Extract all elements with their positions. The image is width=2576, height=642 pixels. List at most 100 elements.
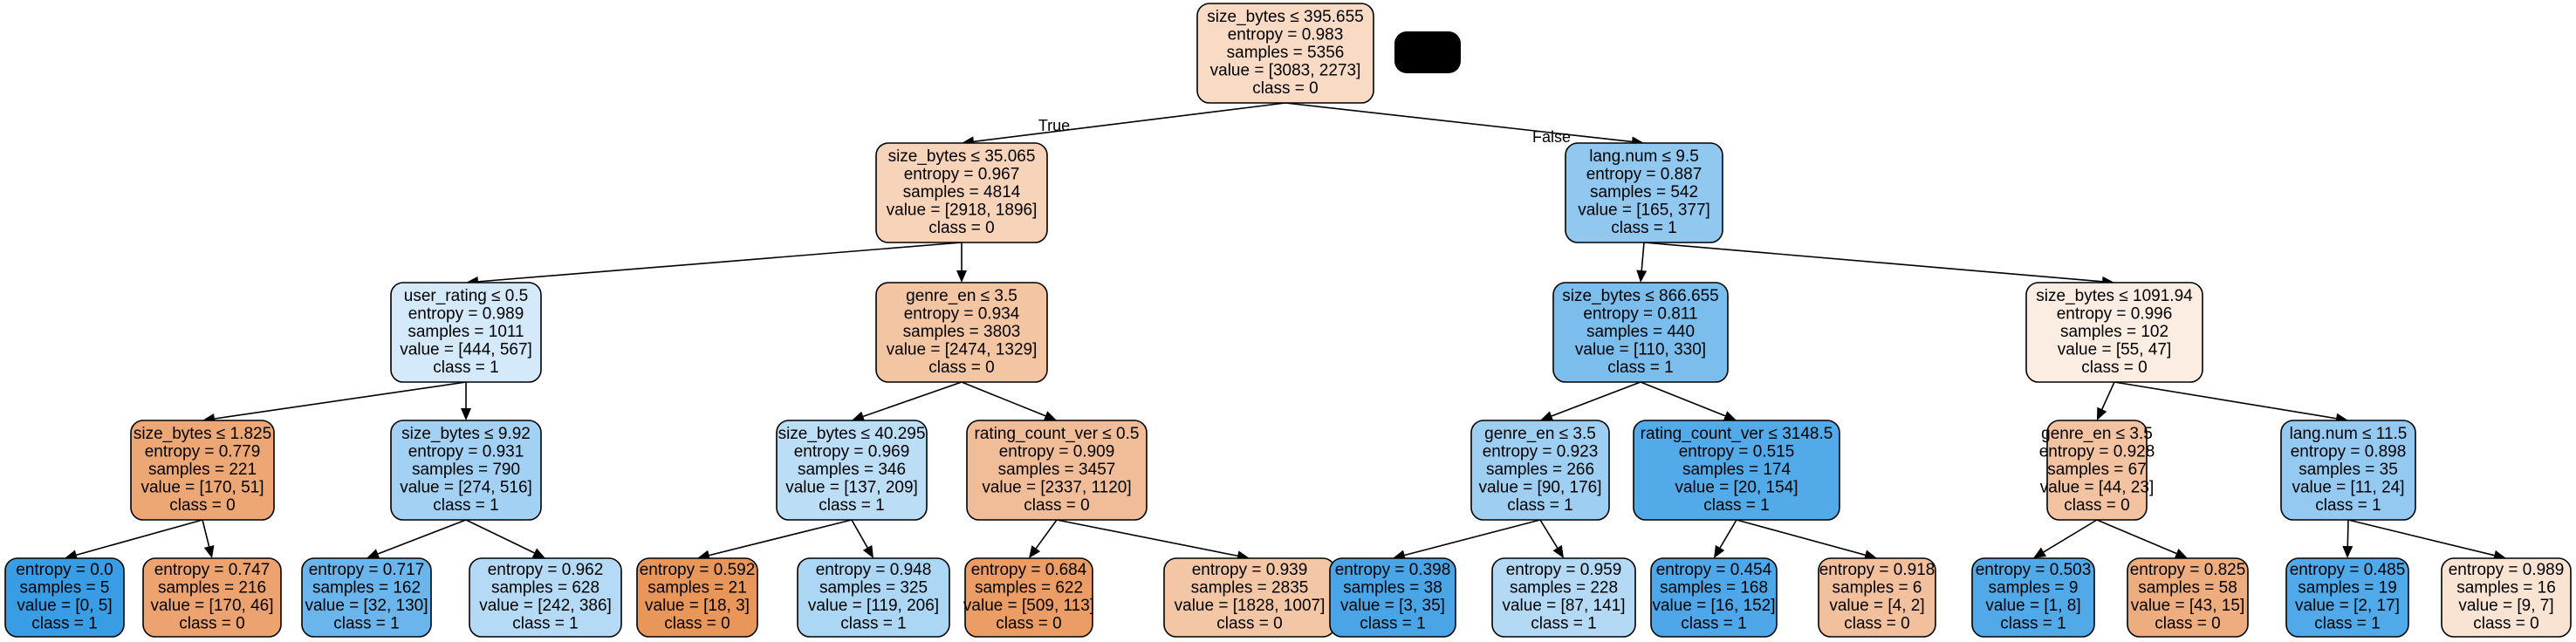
node-stat-label: samples = 58 <box>2138 579 2237 598</box>
edge-n17-n21 <box>1640 381 1726 417</box>
node-stat-label: entropy = 0.996 <box>2057 304 2173 323</box>
edge-arrowhead <box>367 549 380 559</box>
node-stat-label: value = [2, 17] <box>2295 597 2400 615</box>
node-stat-label: class = 1 <box>433 496 499 515</box>
node-stat-label: value = [55, 47] <box>2058 340 2171 359</box>
node-stat-label: value = [170, 46] <box>150 597 273 615</box>
node-split-label: genre_en ≤ 3.5 <box>1484 425 1596 443</box>
node-stat-label: samples = 2835 <box>1191 579 1309 598</box>
node-stat-label: value = [119, 206] <box>808 597 939 615</box>
node-stat-label: value = [3083, 2273] <box>1210 61 1361 79</box>
node-split-label: rating_count_ver ≤ 0.5 <box>975 425 1140 443</box>
edge-arrowhead <box>1636 270 1648 283</box>
edge-arrowhead <box>1714 544 1725 558</box>
edge-n13-n15 <box>1056 519 1238 557</box>
edge-label-true: True <box>1038 117 1070 134</box>
node-stat-label: samples = 38 <box>1343 579 1442 598</box>
node-stat-label: value = [165, 377] <box>1578 201 1710 219</box>
node-box <box>1196 3 1374 104</box>
node-box <box>1552 282 1729 383</box>
node-stat-label: entropy = 0.989 <box>2449 561 2565 579</box>
edge-arrowhead <box>2342 545 2353 558</box>
edge-n9-n10 <box>862 381 963 418</box>
edge-arrowhead <box>1540 411 1554 421</box>
node-stat-label: samples = 19 <box>2298 579 2397 598</box>
edge-arrowhead <box>1552 544 1564 558</box>
node-stat-label: entropy = 0.959 <box>1506 561 1622 579</box>
node-box <box>776 420 928 521</box>
node-box <box>1491 557 1636 638</box>
node-split-label: genre_en ≤ 3.5 <box>2041 425 2153 443</box>
node-box <box>966 420 1148 521</box>
node-stat-label: entropy = 0.684 <box>971 561 1087 579</box>
node-box <box>390 282 542 383</box>
edge-n0-n1 <box>973 102 1286 143</box>
node-stat-label: class = 1 <box>1611 219 1677 237</box>
node-stat-label: class = 0 <box>1844 615 1910 633</box>
node-stat-label: samples = 1011 <box>408 323 524 341</box>
node-box <box>1650 557 1778 638</box>
node-stat-label: value = [18, 3] <box>645 597 750 615</box>
node-stat-label: class = 1 <box>2000 615 2066 633</box>
node-box <box>964 557 1093 638</box>
edge-n21-n23 <box>1736 519 1866 557</box>
node-split-label: lang.num ≤ 9.5 <box>1589 147 1699 166</box>
node-stat-label: value = [43, 15] <box>2131 597 2244 615</box>
node-stat-label: class = 1 <box>333 615 400 633</box>
edge-n9-n13 <box>961 381 1046 417</box>
edge-label-false: False <box>1532 128 1571 146</box>
node-split-label: rating_count_ver ≤ 3148.5 <box>1641 425 1833 443</box>
node-stat-label: samples = 440 <box>1586 323 1695 341</box>
node-stat-label: samples = 168 <box>1660 579 1768 598</box>
node-stat-label: value = [16, 152] <box>1652 597 1775 615</box>
edge-arrowhead <box>203 544 215 558</box>
node-stat-label: samples = 6 <box>1833 579 1922 598</box>
node-stat-label: entropy = 0.503 <box>1976 561 2092 579</box>
edge-n28-n30 <box>2347 519 2495 557</box>
node-stat-label: class = 0 <box>664 615 730 633</box>
node-stat-label: class = 1 <box>31 615 98 633</box>
node-stat-label: samples = 16 <box>2456 579 2556 598</box>
node-stat-label: entropy = 0.825 <box>2130 561 2246 579</box>
node-stat-label: entropy = 0.909 <box>999 442 1115 461</box>
node-box <box>2441 557 2572 638</box>
node-stat-label: entropy = 0.948 <box>816 561 932 579</box>
node-stat-label: samples = 3803 <box>903 323 1021 341</box>
node-stat-label: value = [2337, 1120] <box>982 478 1131 496</box>
edge-n3-n4 <box>76 519 203 557</box>
node-stat-label: value = [444, 567] <box>400 340 532 359</box>
node-stat-label: samples = 5 <box>20 579 110 598</box>
node-stat-label: class = 1 <box>1607 359 1674 377</box>
node-stat-label: samples = 5356 <box>1227 44 1345 62</box>
node-stat-label: value = [509, 113] <box>963 597 1094 615</box>
node-box <box>1633 420 1840 521</box>
node-stat-label: class = 1 <box>2314 615 2381 633</box>
node-stat-label: entropy = 0.934 <box>904 304 1020 323</box>
edge-n6-n8 <box>465 519 535 554</box>
node-stat-label: class = 0 <box>928 219 995 237</box>
edge-arrowhead <box>852 411 866 422</box>
node-stat-label: entropy = 0.928 <box>2039 442 2155 461</box>
node-stat-label: value = [32, 130] <box>305 597 428 615</box>
node-stat-label: value = [0, 5] <box>17 597 112 615</box>
node-stat-label: entropy = 0.779 <box>145 442 261 461</box>
node-split-label: lang.num ≤ 11.5 <box>2290 425 2408 443</box>
node-stat-label: samples = 790 <box>412 461 520 479</box>
edge-n24-n28 <box>2114 381 2337 420</box>
edge-arrowhead <box>1043 411 1057 421</box>
